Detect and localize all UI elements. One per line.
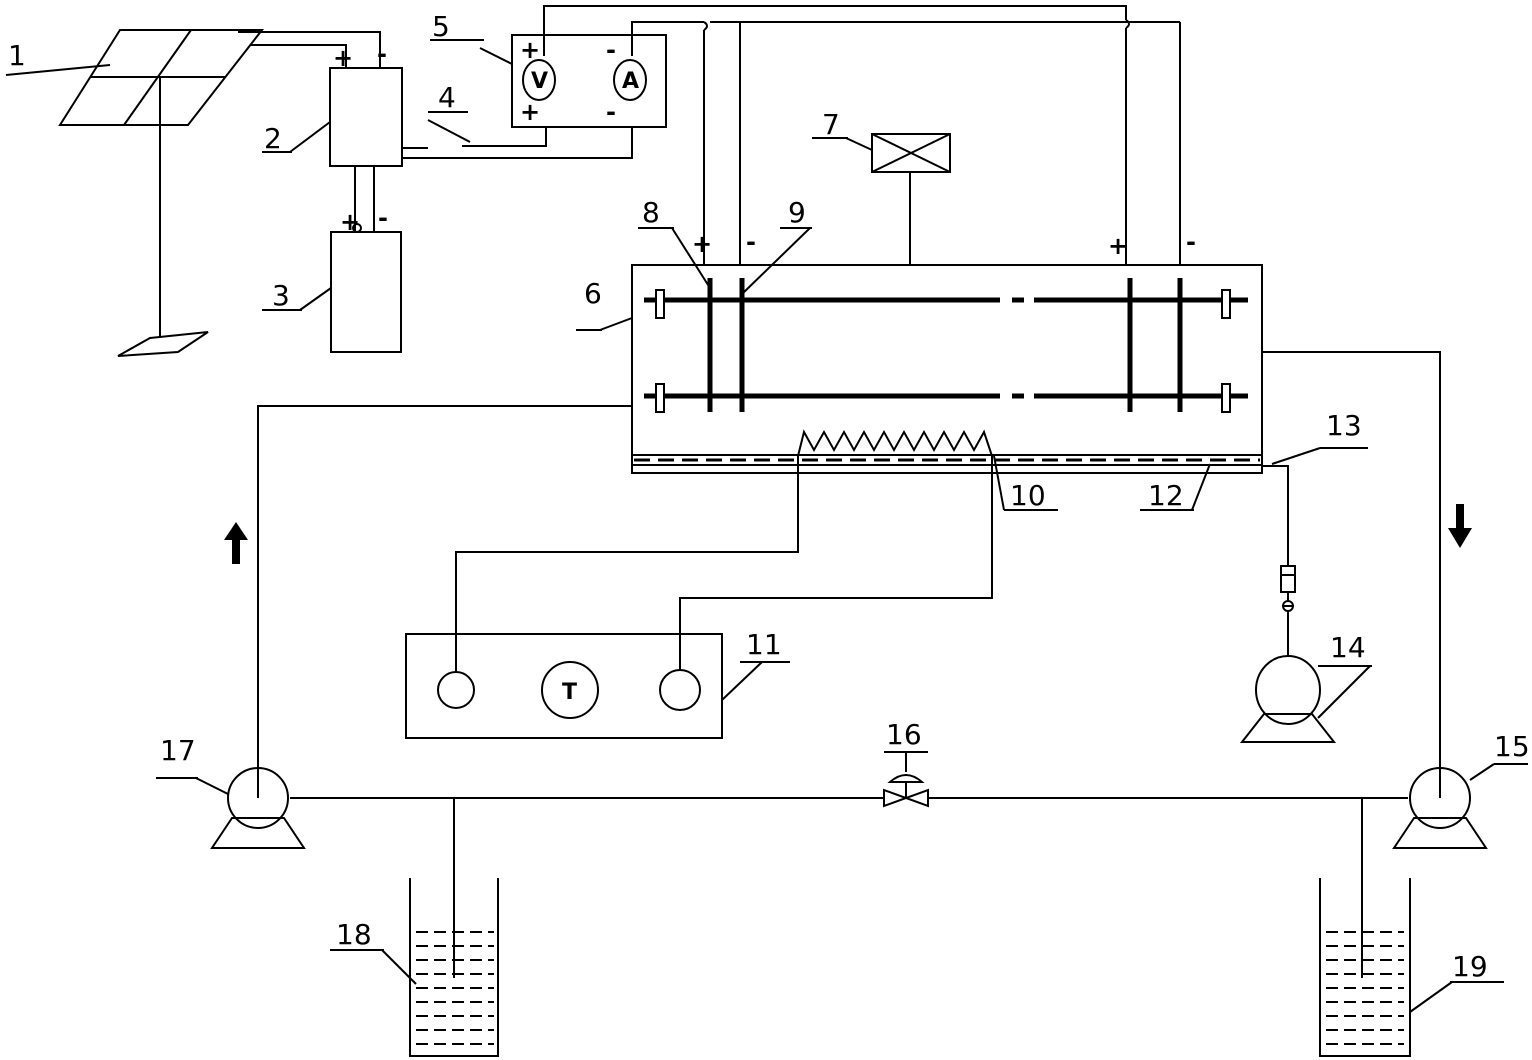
ammeter — [613, 59, 647, 101]
battery-plus: + — [340, 208, 360, 236]
flow-arrow-up — [224, 522, 248, 564]
heating-coil — [797, 429, 993, 457]
label-14: 14 — [1330, 631, 1366, 664]
storage-battery — [330, 231, 402, 353]
label-9: 9 — [788, 196, 806, 229]
feed-tank — [409, 878, 499, 1057]
flow-arrow-down — [1448, 504, 1472, 548]
voltmeter-symbol: V — [531, 69, 548, 94]
electrode-plus-right: + — [1108, 232, 1128, 260]
label-4: 4 — [438, 81, 456, 114]
label-11: 11 — [746, 628, 782, 661]
electrode-minus-left: - — [746, 228, 756, 256]
reactor-tank — [631, 264, 1263, 474]
electrode-minus-right: - — [1186, 228, 1196, 256]
meter-box — [511, 34, 667, 128]
thermostat-symbol: T — [562, 680, 577, 705]
label-5: 5 — [432, 10, 450, 43]
label-13: 13 — [1326, 409, 1362, 442]
label-1: 1 — [8, 39, 26, 72]
voltmeter — [522, 59, 556, 101]
label-2: 2 — [264, 122, 282, 155]
label-6: 6 — [584, 277, 602, 310]
label-7: 7 — [822, 108, 840, 141]
label-8: 8 — [642, 196, 660, 229]
label-12: 12 — [1148, 479, 1184, 512]
control-valve — [883, 774, 929, 808]
label-10: 10 — [1010, 479, 1046, 512]
thermostat-dial — [541, 661, 599, 719]
air-flowmeter — [1280, 565, 1296, 593]
controller-plus: + — [333, 44, 353, 72]
electrode-plus-left: + — [692, 230, 712, 258]
temperature-controller — [405, 633, 723, 739]
label-18: 18 — [336, 918, 372, 951]
voltmeter-plus-top: + — [520, 36, 540, 64]
voltmeter-plus-bottom: + — [520, 98, 540, 126]
air-pump — [1255, 655, 1321, 725]
ammeter-symbol: A — [622, 69, 639, 94]
label-15: 15 — [1494, 730, 1530, 763]
ammeter-minus-bottom: - — [606, 98, 616, 126]
label-19: 19 — [1452, 950, 1488, 983]
controller-minus: - — [377, 40, 387, 68]
label-17: 17 — [160, 734, 196, 767]
battery-minus: - — [378, 204, 388, 232]
label-3: 3 — [272, 279, 290, 312]
charge-controller — [329, 67, 403, 167]
solar-panel — [58, 29, 265, 357]
effluent-tank — [1319, 878, 1411, 1057]
label-16: 16 — [886, 718, 922, 751]
ammeter-minus-top: - — [606, 36, 616, 64]
